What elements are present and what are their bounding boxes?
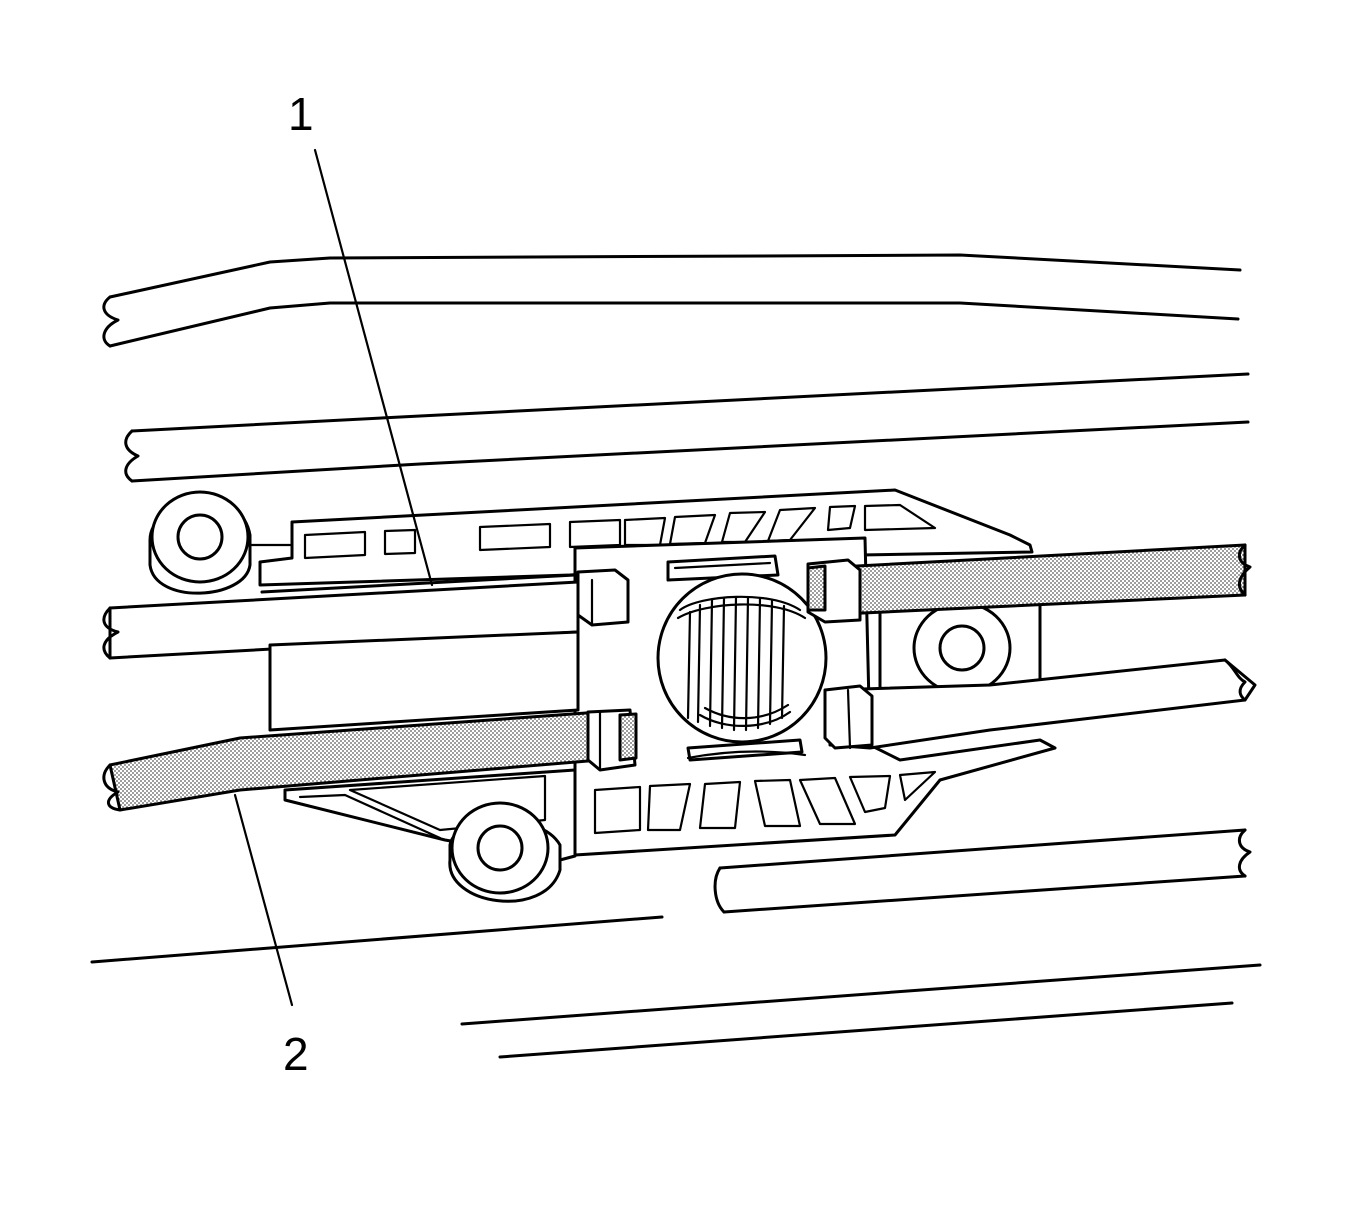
clip-bracket xyxy=(258,488,1057,862)
retainer-lower-left xyxy=(586,708,638,772)
callout-1: 1 xyxy=(288,88,434,587)
spring-hatching xyxy=(676,595,807,732)
retainer-lower-right xyxy=(823,684,874,750)
grommet-lower xyxy=(448,801,562,903)
grommet-right xyxy=(878,596,1042,697)
retainer-upper-right xyxy=(806,558,862,624)
callout-2-label: 2 xyxy=(283,1028,309,1080)
second-tube xyxy=(124,372,1250,483)
upper-tube xyxy=(102,253,1242,348)
line-sleeve xyxy=(268,630,580,732)
lower-body-lines xyxy=(90,915,1262,1059)
lower-right-tube xyxy=(713,828,1252,914)
callout-2: 2 xyxy=(233,793,309,1080)
retainer-upper-left xyxy=(576,568,630,627)
grommet-upper-left xyxy=(148,490,292,595)
callout-1-label: 1 xyxy=(288,88,314,140)
